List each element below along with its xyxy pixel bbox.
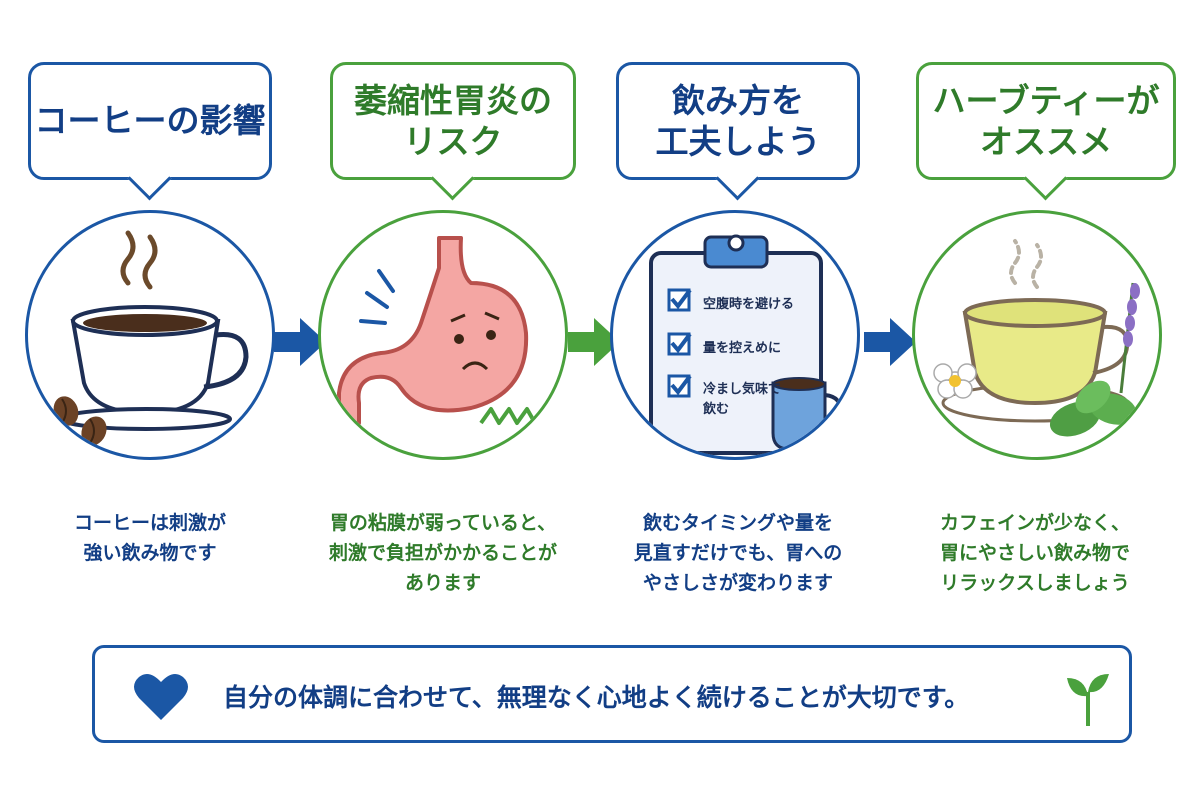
flower-icon [933, 363, 977, 399]
description-line: 強い飲み物です [83, 542, 217, 564]
banner-text: 自分の体調に合わせて、無理なく心地よく続けることが大切です。 [223, 683, 970, 712]
callout-pointer [715, 156, 760, 201]
checklist-item: 冷まし気味で [703, 382, 782, 397]
description-line: 胃にやさしい飲み物で [939, 542, 1130, 564]
callout-pointer [430, 156, 475, 201]
heart-icon [134, 673, 188, 720]
coffee-beans-icon [53, 396, 107, 446]
stomach-icon [337, 236, 529, 425]
callout-title-line: リスク [403, 122, 503, 161]
coffee-cup-icon [60, 305, 249, 431]
callout-coffee-effect: コーヒーの影響 [28, 62, 272, 201]
checklist-item: 量を控えめに [703, 341, 782, 356]
callout-title-line: 工夫しよう [655, 122, 821, 161]
description-herbal-tea: カフェインが少なく、 胃にやさしい飲み物で リラックスしましょう [900, 508, 1170, 598]
mug-icon [771, 377, 842, 451]
checklist-illustration: 空腹時を避ける 量を控えめに 冷まし気味で 飲む [610, 210, 860, 460]
description-line: 見直すだけでも、胃への [633, 542, 843, 564]
description-coffee: コーヒーは刺激が 強い飲み物です [15, 508, 285, 568]
description-line: 飲むタイミングや量を [642, 512, 833, 534]
arrow-right-icon [274, 318, 326, 366]
coffee-illustration [25, 210, 275, 460]
callout-herbal-tea: ハーブティーが オススメ [916, 62, 1176, 201]
callout-title-line: オススメ [980, 122, 1112, 161]
stomach-illustration [318, 210, 568, 460]
advice-banner: 自分の体調に合わせて、無理なく心地よく続けることが大切です。 [92, 645, 1132, 743]
sprout-icon [1067, 674, 1109, 726]
steam-icon [120, 230, 158, 290]
description-line: 胃の粘膜が弱っていると、 [329, 512, 557, 534]
description-line: カフェインが少なく、 [939, 512, 1130, 534]
description-line: コーヒーは刺激が [73, 512, 226, 534]
callout-title-line: ハーブティーが [932, 80, 1160, 120]
arrow-right-icon [568, 318, 620, 366]
callout-title-line: 萎縮性胃炎の [354, 80, 552, 120]
mint-leaf-icon [1049, 380, 1137, 437]
clipboard-icon [649, 234, 842, 455]
stress-lines-icon [359, 269, 395, 325]
checklist-item: 飲む [703, 402, 730, 417]
callout-drinking-tips: 飲み方を 工夫しよう [616, 62, 860, 201]
steam-icon [1009, 239, 1043, 289]
checkbox-icon [667, 374, 692, 398]
callout-pointer [1023, 156, 1068, 201]
description-line: リラックスしましょう [940, 572, 1130, 594]
checklist-item: 空腹時を避ける [703, 297, 795, 312]
description-line: 刺激で負担がかかることが [328, 542, 557, 564]
callout-pointer [127, 156, 172, 201]
description-gastritis: 胃の粘膜が弱っていると、 刺激で負担がかかることが あります [308, 508, 578, 598]
description-line: あります [404, 572, 481, 594]
herbal-tea-illustration [912, 210, 1162, 460]
pain-zigzag-icon [479, 407, 537, 425]
checkbox-icon [667, 288, 692, 312]
callout-title-line: コーヒーの影響 [34, 101, 266, 141]
checkbox-icon [667, 332, 692, 356]
description-drinking-tips: 飲むタイミングや量を 見直すだけでも、胃への やさしさが変わります [603, 508, 873, 598]
callout-gastritis-risk: 萎縮性胃炎の リスク [330, 62, 576, 201]
lavender-icon [1119, 282, 1140, 394]
callout-title-line: 飲み方を [672, 80, 804, 120]
description-line: やさしさが変わります [642, 572, 833, 594]
arrow-right-icon [864, 318, 916, 366]
